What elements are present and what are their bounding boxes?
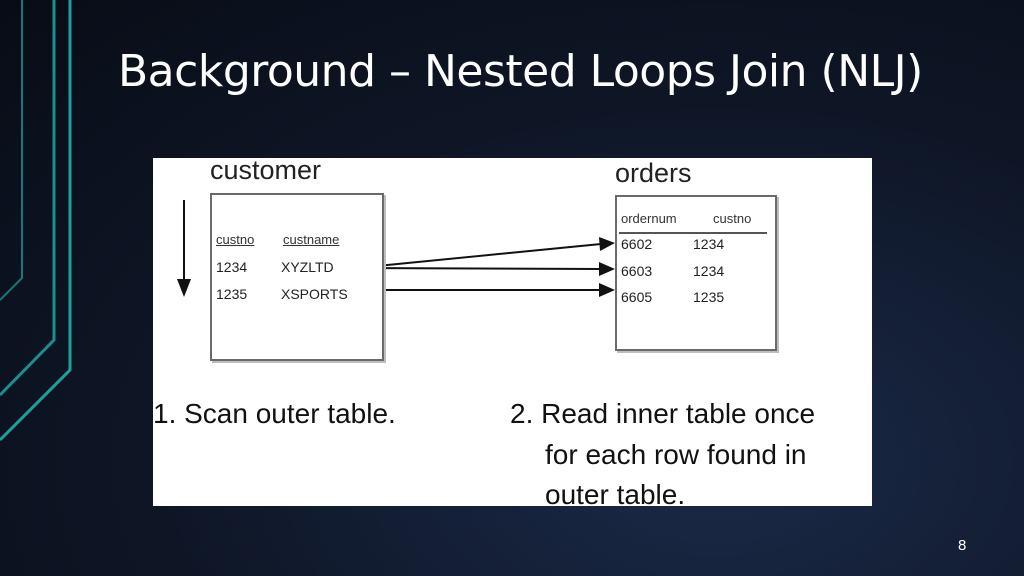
page-number: 8 <box>958 537 967 554</box>
inner-row-1-ordernum: 6602 <box>621 236 653 252</box>
arrows-layer <box>177 200 615 297</box>
inner-header-rule <box>619 232 767 234</box>
inner-row-3-ordernum: 6605 <box>621 289 653 305</box>
inner-row-3-custno: 1235 <box>693 289 725 305</box>
inner-row-2-custno: 1234 <box>693 263 725 279</box>
step-2-line-2: for each row found in <box>545 439 807 470</box>
inner-col-header-ordernum: ordernum <box>621 211 677 226</box>
step-1-text: 1. Scan outer table. <box>153 398 396 429</box>
inner-row-1-custno: 1234 <box>693 236 725 252</box>
outer-col-header-custname: custname <box>283 232 340 247</box>
outer-row-2-custno: 1235 <box>216 286 248 302</box>
inner-table-box <box>615 195 777 351</box>
probe-arrowhead-1 <box>599 237 615 251</box>
slide-title: Background – Nested Loops Join (NLJ) <box>118 46 923 97</box>
outer-table-box <box>210 193 384 361</box>
inner-col-header-custno: custno <box>713 211 752 226</box>
step-2-line-3: outer table. <box>545 479 686 506</box>
probe-arrow-1 <box>356 243 602 269</box>
probe-arrow-2 <box>356 267 602 270</box>
nlj-diagram: customer custno custname 1234 XYZLTD 123… <box>153 158 872 506</box>
outer-row-1-custname: XYZLTD <box>281 259 334 275</box>
outer-table-title: customer <box>210 158 322 185</box>
outer-row-2-custname: XSPORTS <box>281 286 348 302</box>
step-2-line-1: 2. Read inner table once <box>510 398 816 429</box>
decorative-lines <box>0 0 72 442</box>
inner-table-title: orders <box>615 158 692 188</box>
inner-row-2-ordernum: 6603 <box>621 263 653 279</box>
probe-arrowhead-2 <box>599 262 615 276</box>
outer-col-header-custno: custno <box>216 232 255 247</box>
outer-row-1-custno: 1234 <box>216 259 248 275</box>
scan-arrowhead <box>177 279 191 297</box>
probe-arrowhead-3 <box>599 283 615 297</box>
